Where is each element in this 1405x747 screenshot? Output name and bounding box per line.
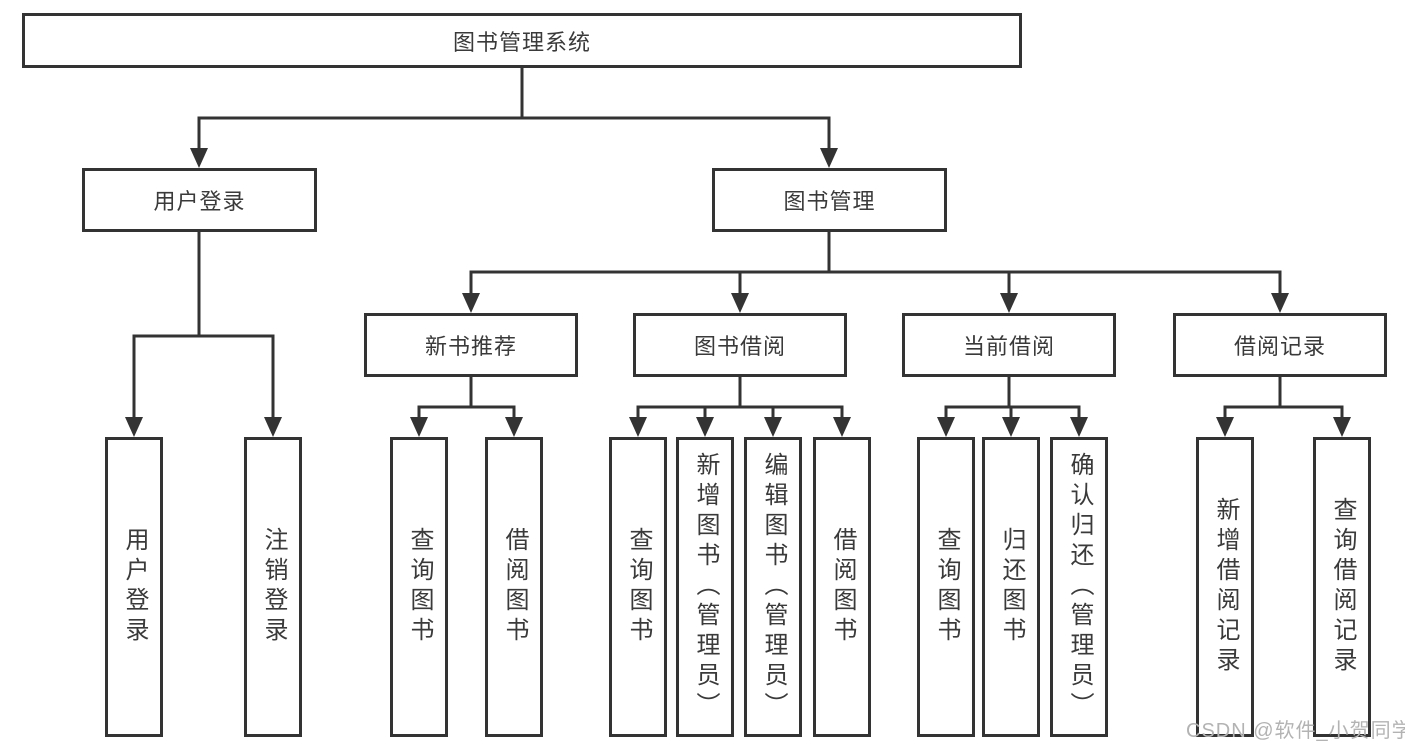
leaf-borrowing-edit-books-admin: 编辑图书（管理员）	[744, 437, 802, 737]
leaf-records-query-record: 查询借阅记录	[1313, 437, 1371, 737]
watermark: CSDN @软件_小贺同学	[1186, 720, 1405, 742]
node-user-login: 用户登录	[82, 168, 317, 232]
leaf-recommend-query-books: 查询图书	[390, 437, 448, 737]
node-root: 图书管理系统	[22, 13, 1022, 68]
leaf-current-confirm-return-admin-label: 确认归还（管理员）	[1066, 452, 1093, 722]
node-book-borrowing: 图书借阅	[633, 313, 847, 377]
node-book-management-label: 图书管理	[783, 189, 876, 214]
node-current-borrowing: 当前借阅	[902, 313, 1116, 377]
leaf-current-return-books-label: 归还图书	[998, 527, 1025, 647]
node-borrowing-records: 借阅记录	[1173, 313, 1387, 377]
leaf-borrowing-add-books-admin: 新增图书（管理员）	[676, 437, 734, 737]
node-new-book-recommend-label: 新书推荐	[424, 334, 517, 359]
node-current-borrowing-label: 当前借阅	[962, 334, 1055, 359]
leaf-borrowing-borrow-books-label: 借阅图书	[829, 527, 856, 647]
leaf-borrowing-query-books: 查询图书	[609, 437, 667, 737]
leaf-borrowing-borrow-books: 借阅图书	[813, 437, 871, 737]
leaf-logout-label: 注销登录	[260, 527, 287, 647]
leaf-borrowing-add-books-admin-label: 新增图书（管理员）	[692, 452, 719, 722]
node-root-label: 图书管理系统	[452, 29, 591, 55]
leaf-user-login: 用户登录	[105, 437, 163, 737]
leaf-current-query-books-label: 查询图书	[933, 527, 960, 647]
leaf-records-add-record-label: 新增借阅记录	[1212, 497, 1239, 677]
leaf-current-return-books: 归还图书	[982, 437, 1040, 737]
leaf-recommend-borrow-books-label: 借阅图书	[501, 527, 528, 647]
node-user-login-label: 用户登录	[153, 189, 246, 214]
node-book-borrowing-label: 图书借阅	[693, 334, 786, 359]
leaf-recommend-borrow-books: 借阅图书	[485, 437, 543, 737]
node-book-management: 图书管理	[712, 168, 947, 232]
leaf-recommend-query-books-label: 查询图书	[406, 527, 433, 647]
node-borrowing-records-label: 借阅记录	[1233, 334, 1326, 359]
leaf-user-login-label: 用户登录	[121, 527, 148, 647]
leaf-borrowing-edit-books-admin-label: 编辑图书（管理员）	[760, 452, 787, 722]
leaf-logout: 注销登录	[244, 437, 302, 737]
leaf-current-confirm-return-admin: 确认归还（管理员）	[1050, 437, 1108, 737]
leaf-current-query-books: 查询图书	[917, 437, 975, 737]
leaf-records-query-record-label: 查询借阅记录	[1329, 497, 1356, 677]
leaf-borrowing-query-books-label: 查询图书	[625, 527, 652, 647]
leaf-records-add-record: 新增借阅记录	[1196, 437, 1254, 737]
node-new-book-recommend: 新书推荐	[364, 313, 578, 377]
